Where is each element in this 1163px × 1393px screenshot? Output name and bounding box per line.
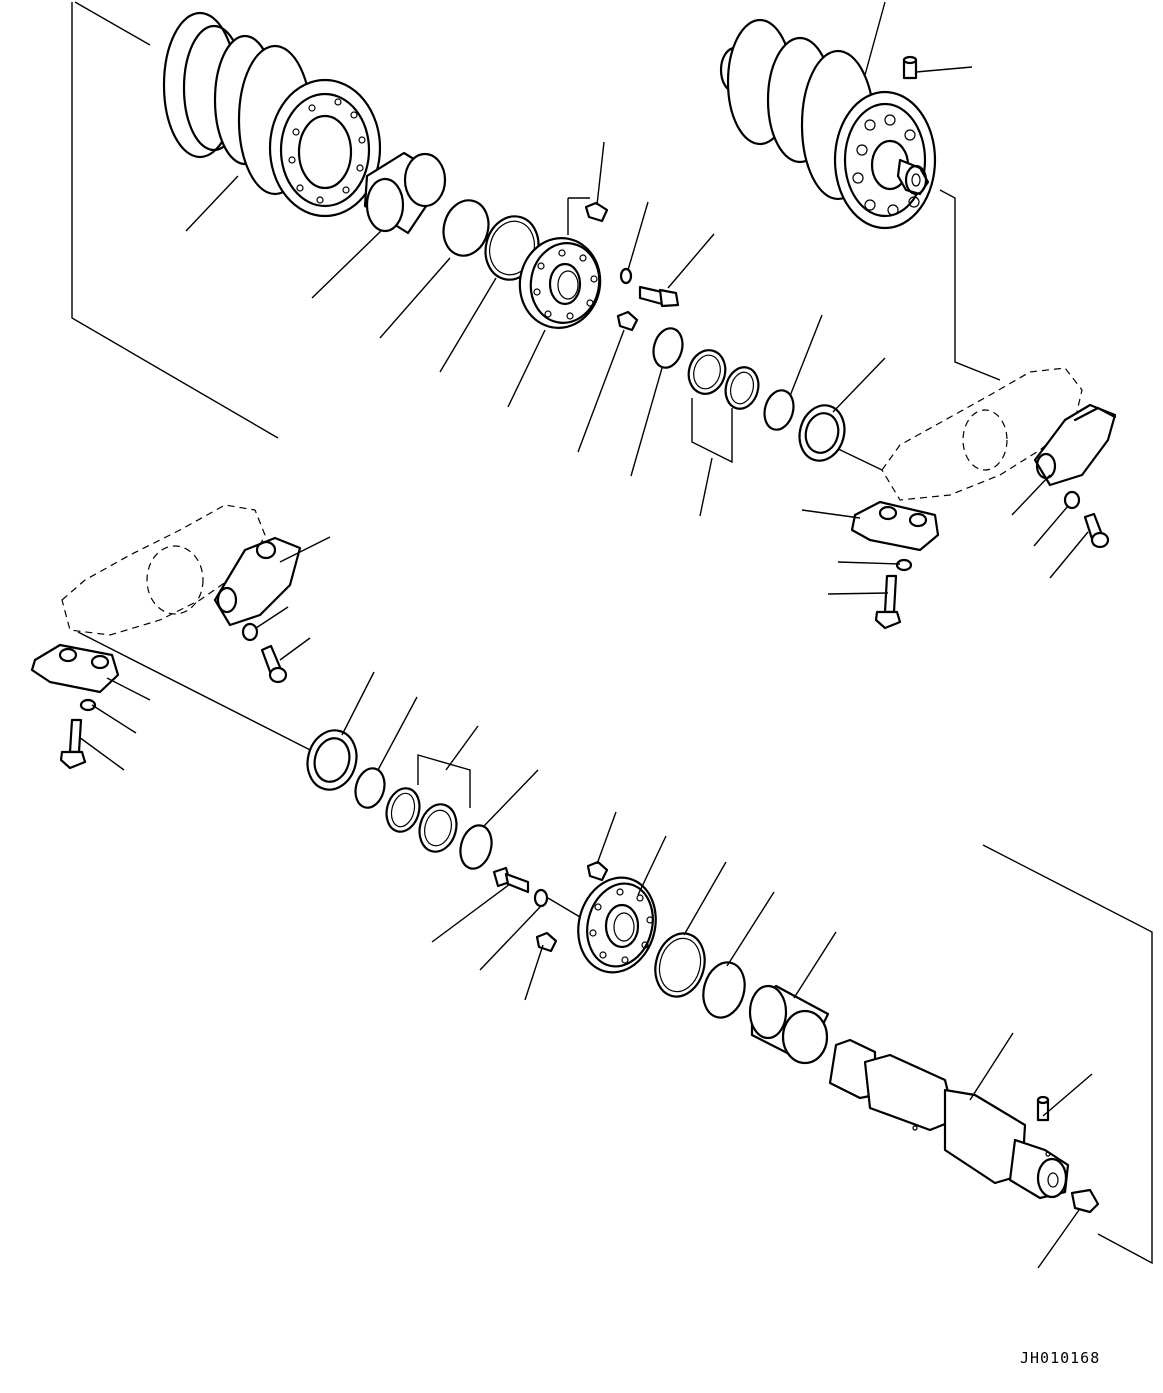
o-ring-top-1 <box>442 199 490 257</box>
leader-lines <box>78 1 1093 1269</box>
bushing-bottom <box>748 984 830 1065</box>
bolt-left-upper <box>260 644 288 684</box>
floating-seal-top-2 <box>724 366 760 410</box>
dowel-pin-top <box>902 55 918 80</box>
collar-bottom <box>577 876 657 974</box>
bracket-cap-left-lower <box>30 643 120 694</box>
washer-left-upper <box>241 622 259 642</box>
plug-top-2 <box>616 310 639 332</box>
floating-seal-bottom-1 <box>385 787 421 833</box>
oil-seal-top <box>798 404 846 462</box>
plug-bottom-2 <box>535 931 558 953</box>
o-ring-top-3 <box>763 389 795 431</box>
bolt-right-lower <box>874 574 902 630</box>
assembly-frame-lines <box>71 1 1153 1265</box>
track-roller-left <box>162 11 382 218</box>
bolt-right-upper <box>1083 512 1110 549</box>
floating-seal-bottom-2 <box>418 803 458 853</box>
floating-seal-top-1 <box>687 349 727 395</box>
washer-top <box>619 267 633 285</box>
track-frame-ghost-left <box>61 504 266 636</box>
bracket-cap-right-lower <box>850 500 940 552</box>
plug-bottom-1 <box>586 860 609 882</box>
track-roller-right-assembled <box>719 18 937 230</box>
drawing-reference-code: JH010168 <box>1020 1349 1101 1367</box>
bolt-left-lower <box>59 718 87 770</box>
bracket-cap-right-upper <box>1033 403 1117 487</box>
o-ring-bottom-1 <box>354 767 386 809</box>
washer-right-lower <box>895 558 913 572</box>
washer-bottom <box>533 888 549 908</box>
o-ring-bottom-2 <box>459 824 493 870</box>
plug-shaft-end <box>1070 1188 1100 1214</box>
o-ring-top-2 <box>652 327 684 369</box>
o-ring-bottom-3 <box>702 961 746 1019</box>
roller-shaft <box>828 1038 1070 1200</box>
bushing-top <box>363 151 447 235</box>
washer-right-upper <box>1063 490 1081 510</box>
thrust-washer-bottom <box>654 932 706 998</box>
bracket-cap-left-upper <box>213 536 302 627</box>
collar-top <box>518 237 602 329</box>
bolt-top <box>638 285 680 308</box>
track-frame-ghost-right <box>881 367 1083 501</box>
plug-top-1 <box>584 201 609 223</box>
oil-seal-bottom <box>306 729 358 791</box>
bolt-bottom <box>492 866 530 894</box>
washer-left-lower <box>79 698 97 712</box>
dowel-pin-bottom <box>1036 1095 1050 1122</box>
